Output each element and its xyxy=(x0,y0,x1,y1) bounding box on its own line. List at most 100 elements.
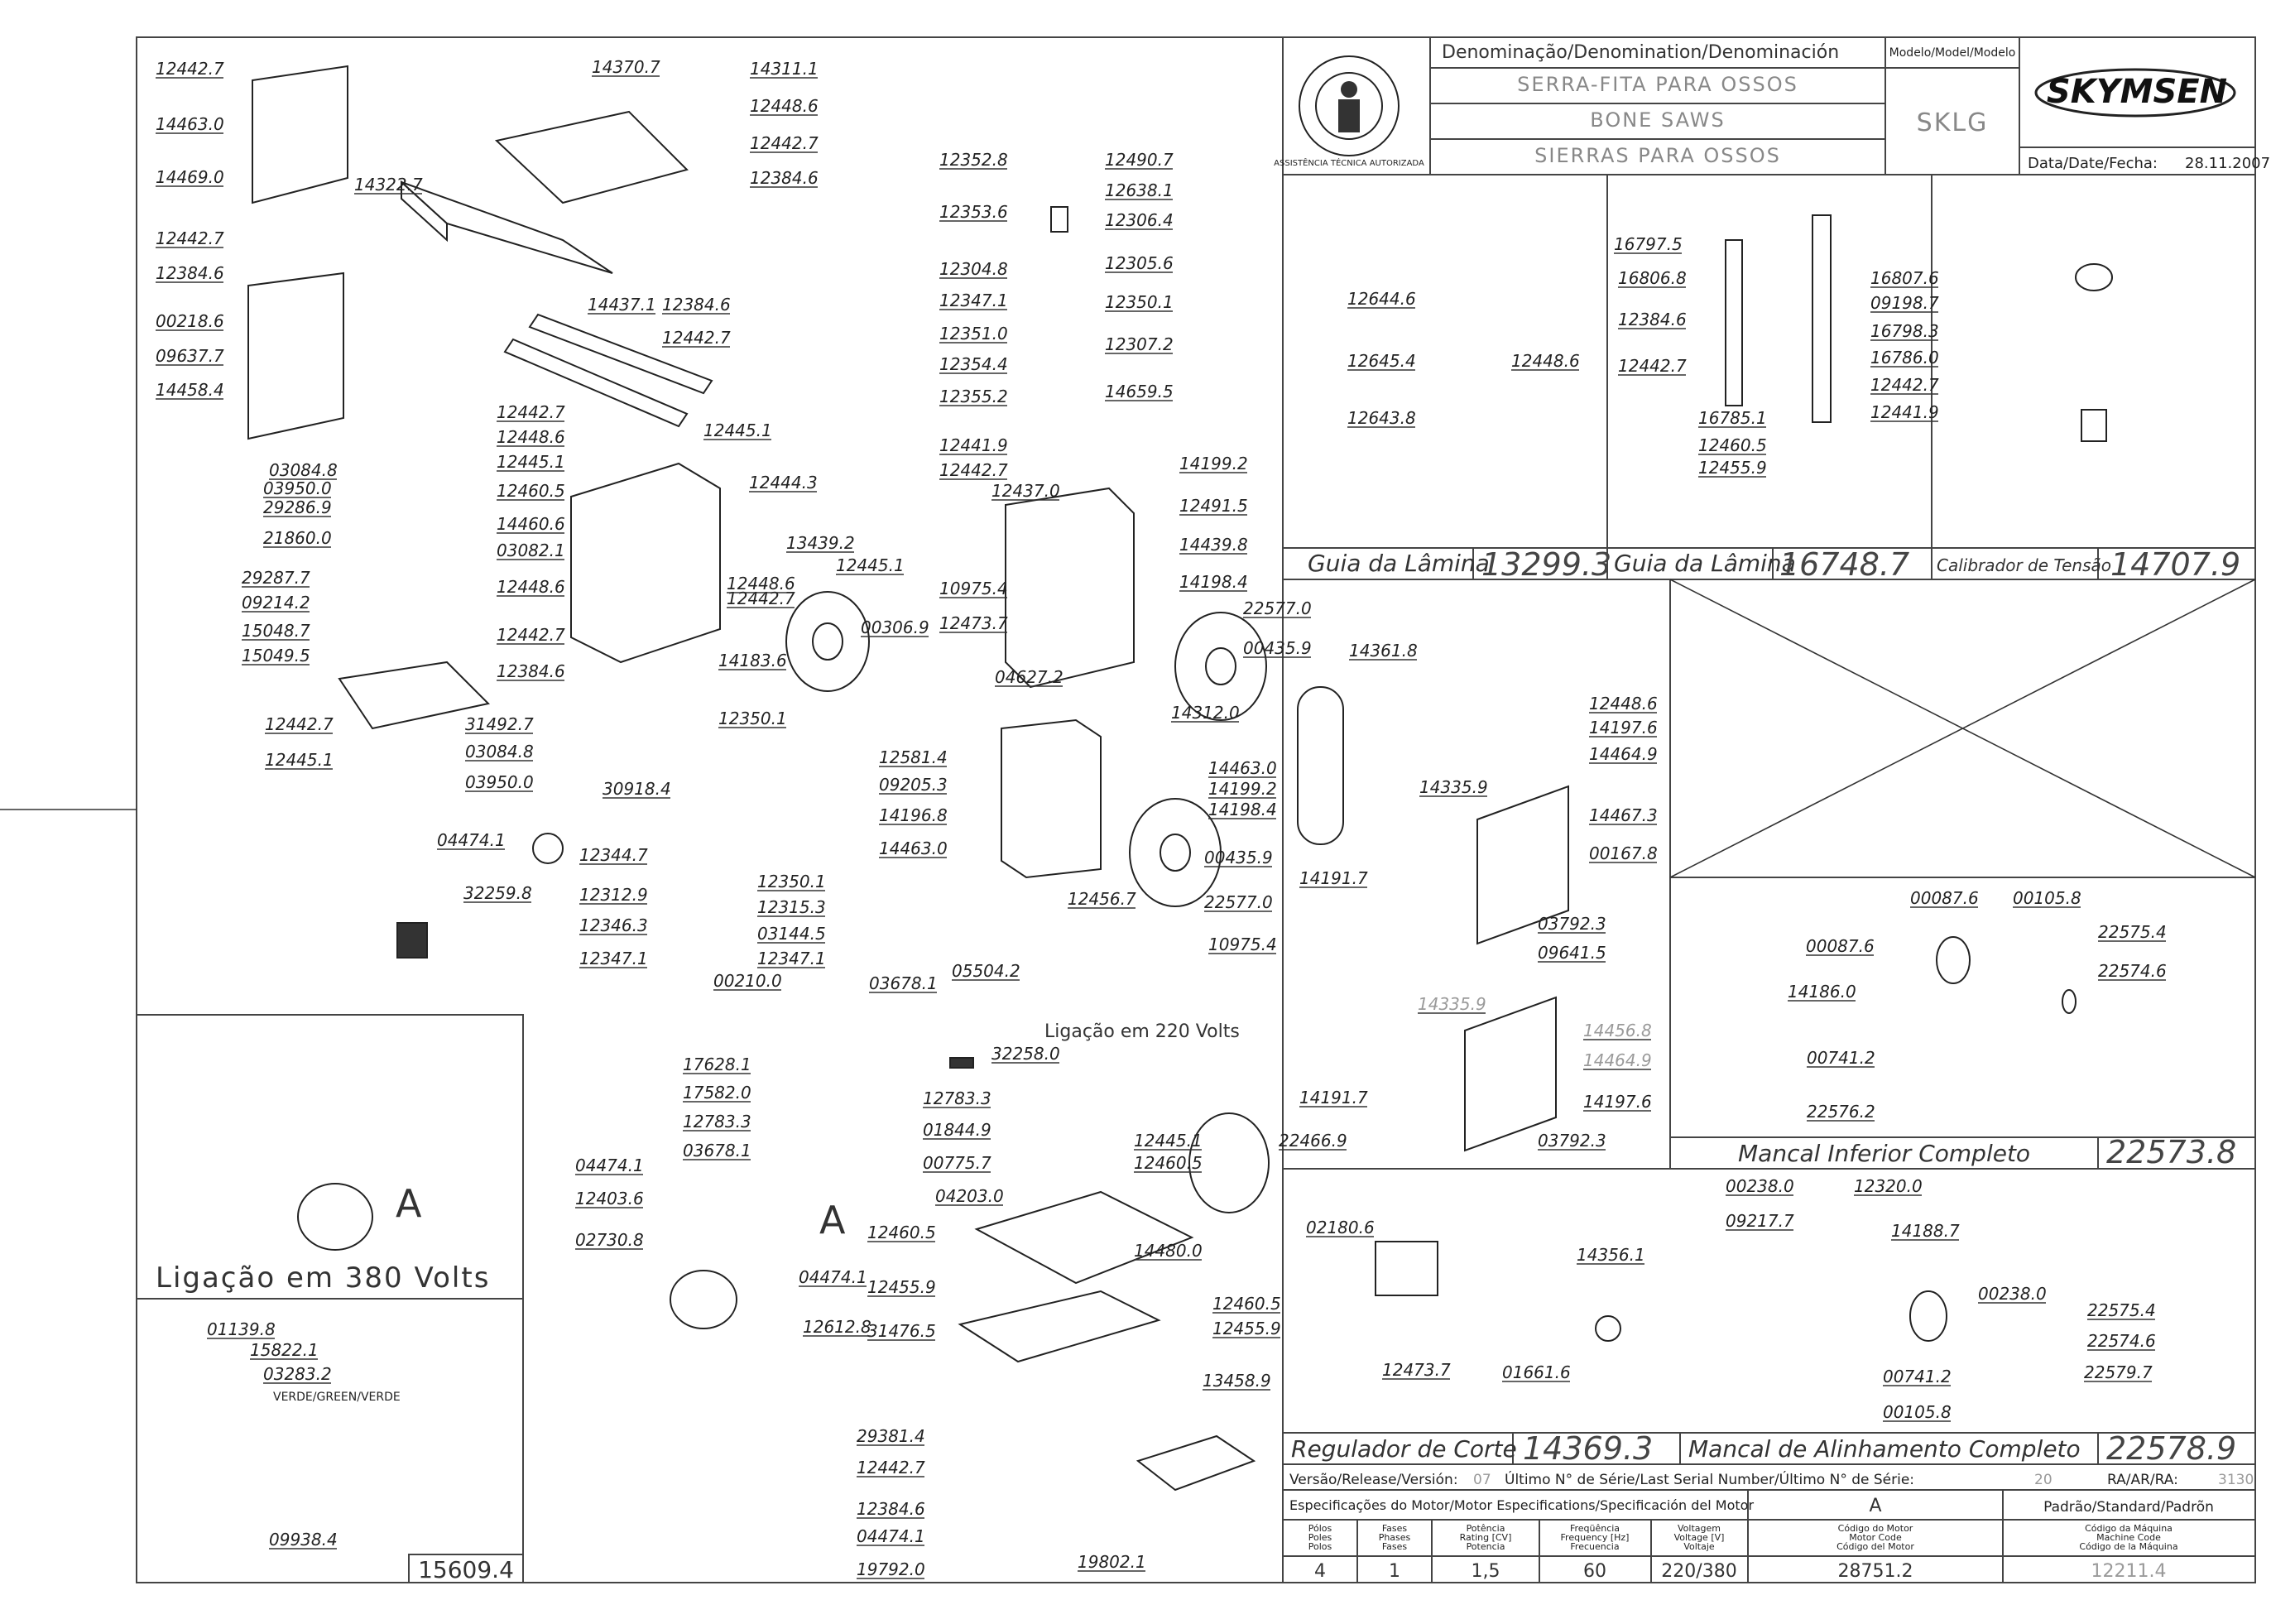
part-label: 12384.6 xyxy=(497,661,565,681)
release-version-label: Versão/Release/Versión: xyxy=(1289,1472,1458,1488)
part-label: 12442.7 xyxy=(497,402,565,422)
part-label: 12473.7 xyxy=(939,613,1008,633)
motor-spec-header-cell: Freqüência xyxy=(1570,1523,1620,1534)
part-label: 22577.0 xyxy=(1204,892,1273,912)
part-label: 12350.1 xyxy=(757,872,826,891)
release-serial-label: Último N° de Série/Last Serial Number/Úl… xyxy=(1505,1470,1914,1488)
part-label: 29286.9 xyxy=(263,497,332,517)
part-label: 00105.8 xyxy=(2013,888,2081,908)
part-label: 12783.3 xyxy=(683,1112,751,1132)
motor-spec-header-cell: Voltagem xyxy=(1678,1523,1721,1534)
part-label: 14311.1 xyxy=(750,59,819,79)
part-label: 00435.9 xyxy=(1204,848,1273,867)
part-label: 16785.1 xyxy=(1698,408,1767,428)
part-label: 04627.2 xyxy=(995,667,1063,687)
motor-spec-header-cell: Código do Motor xyxy=(1838,1523,1913,1534)
part-label: 12403.6 xyxy=(575,1189,644,1208)
part-label: 12448.6 xyxy=(1589,694,1658,714)
part-label: 00210.0 xyxy=(713,971,782,991)
wiring-380-label: Ligação em 380 Volts xyxy=(156,1261,490,1295)
part-label: 12442.7 xyxy=(727,589,795,608)
part-label: 14659.5 xyxy=(1105,382,1174,401)
part-label: 04474.1 xyxy=(799,1267,867,1287)
part-label: 12645.4 xyxy=(1347,351,1416,371)
date-value: 28.11.2007 xyxy=(2185,155,2270,172)
sub-code-guia-2: 16748.7 xyxy=(1779,546,1909,583)
part-label: 14480.0 xyxy=(1134,1241,1203,1261)
brand-name: SKYMSEN xyxy=(2047,73,2227,111)
part-label: 16786.0 xyxy=(1870,348,1939,368)
part-label: 14464.9 xyxy=(1583,1050,1652,1070)
part-label: 16797.5 xyxy=(1614,234,1683,254)
seal-icon xyxy=(1299,55,1400,156)
part-label: 00087.6 xyxy=(1910,888,1979,908)
part-label: 12442.7 xyxy=(497,625,565,645)
part-label: 12448.6 xyxy=(1511,351,1580,371)
part-label: 03792.3 xyxy=(1538,1131,1606,1151)
part-label: 12444.3 xyxy=(749,473,818,492)
part-label: 03792.3 xyxy=(1538,914,1606,934)
motor-spec-header-cell: Machine Code xyxy=(2096,1532,2161,1543)
part-label: 14469.0 xyxy=(156,167,224,187)
part-label: 00238.0 xyxy=(1978,1284,2047,1304)
motor-spec-value: 28751.2 xyxy=(1838,1561,1913,1582)
part-label: 12384.6 xyxy=(857,1499,925,1519)
sub-code-mancal-inferior: 22573.8 xyxy=(2106,1134,2236,1170)
wiring-220-label: Ligação em 220 Volts xyxy=(1044,1021,1240,1042)
part-label: 12442.7 xyxy=(662,328,731,348)
sub-label-calibrador: Calibrador de Tensão xyxy=(1937,555,2111,575)
part-label: 12346.3 xyxy=(579,915,648,935)
part-label: 12460.5 xyxy=(1134,1153,1203,1173)
denomination-header: Denominação/Denomination/Denominación xyxy=(1442,42,1839,63)
motor-spec-value: 12211.4 xyxy=(2091,1561,2167,1582)
release-ra-label: RA/AR/RA: xyxy=(2107,1472,2178,1488)
part-label: 12445.1 xyxy=(836,555,905,575)
motor-spec-header-cell: Potencia xyxy=(1467,1541,1505,1552)
part-label: 14335.9 xyxy=(1418,994,1486,1014)
part-label: 14467.3 xyxy=(1589,805,1658,825)
part-label: 01661.6 xyxy=(1502,1362,1571,1382)
motor-spec-col-a: A xyxy=(1869,1496,1881,1516)
part-label: 12442.7 xyxy=(1870,375,1939,395)
part-label: 21860.0 xyxy=(263,528,332,548)
part-label: 12305.6 xyxy=(1105,253,1174,273)
part-label: 14198.4 xyxy=(1179,572,1248,592)
part-label: 03082.1 xyxy=(497,541,565,560)
part-label: 12312.9 xyxy=(579,885,648,905)
part-label: 12460.5 xyxy=(497,481,565,501)
part-label: 14356.1 xyxy=(1577,1245,1645,1265)
sub-label-mancal-inferior: Mancal Inferior Completo xyxy=(1738,1140,2030,1167)
motor-spec-value: 4 xyxy=(1314,1561,1326,1582)
part-label: 17628.1 xyxy=(683,1055,751,1074)
part-label: 12384.6 xyxy=(156,263,224,283)
part-label: 00741.2 xyxy=(1883,1367,1952,1386)
sub-label-mancal-alinhamento: Mancal de Alinhamento Completo xyxy=(1688,1435,2081,1463)
part-label: 12448.6 xyxy=(497,427,565,447)
part-label: 19792.0 xyxy=(857,1559,925,1579)
motor-spec-header-cell: Código del Motor xyxy=(1836,1541,1914,1552)
part-label: 12344.7 xyxy=(579,845,648,865)
part-label: 16798.3 xyxy=(1870,321,1939,341)
part-label: 22574.6 xyxy=(2087,1331,2156,1351)
release-ra-value: 3130 xyxy=(2218,1472,2254,1488)
motor-spec-header-cell: Phases xyxy=(1379,1532,1411,1543)
part-label: 00435.9 xyxy=(1243,638,1312,658)
part-label: 12350.1 xyxy=(718,709,787,728)
motor-spec-value: 220/380 xyxy=(1661,1561,1736,1582)
product-name-pt: SERRA-FITA PARA OSSOS xyxy=(1517,73,1798,96)
part-label: 12441.9 xyxy=(939,435,1008,455)
part-label: 31492.7 xyxy=(465,714,534,734)
wiring-380-letter: A xyxy=(396,1181,422,1226)
motor-spec-header-cell: Rating [CV] xyxy=(1460,1532,1512,1543)
part-label: 01139.8 xyxy=(207,1319,276,1339)
part-label: 14458.4 xyxy=(156,380,224,400)
part-label: 00087.6 xyxy=(1806,936,1875,956)
product-name-en: BONE SAWS xyxy=(1590,108,1725,132)
motor-spec-col-standard: Padrão/Standard/Padrõn xyxy=(2043,1499,2214,1516)
part-label: 31476.5 xyxy=(867,1321,936,1341)
part-label: 14439.8 xyxy=(1179,535,1248,555)
part-label: 14199.2 xyxy=(1208,779,1277,799)
part-label: 12442.7 xyxy=(156,59,224,79)
part-label: 09938.4 xyxy=(269,1530,338,1550)
model-value: SKLG xyxy=(1917,108,1989,137)
